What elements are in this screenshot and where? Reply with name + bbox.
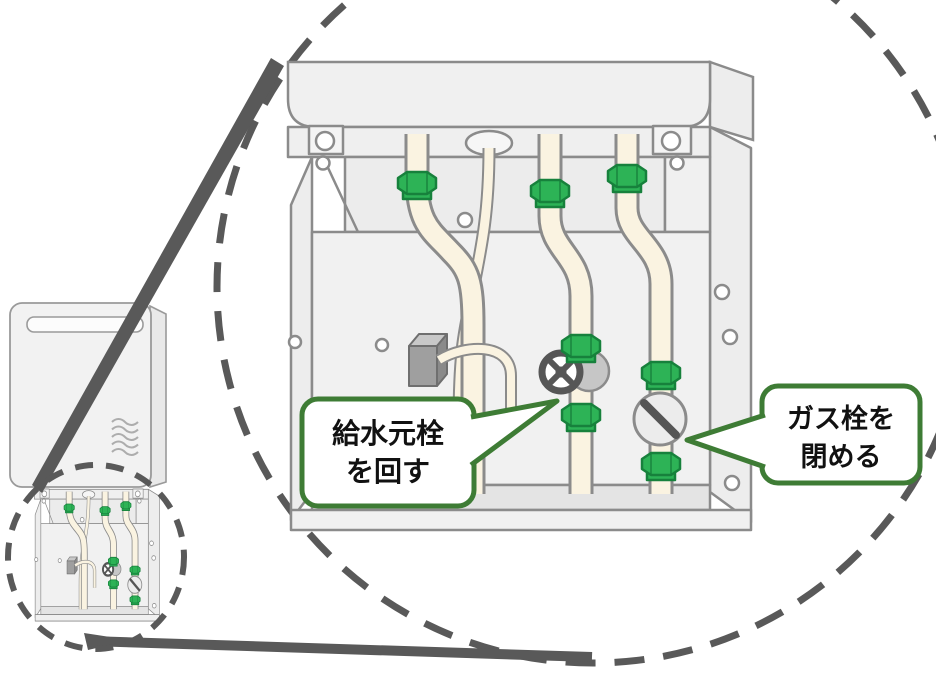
gas-valve-callout: ガス栓を 閉める	[684, 383, 923, 486]
heater-side-vents	[111, 418, 139, 456]
water-valve-callout: 給水元栓 を回す	[299, 396, 560, 509]
gas-valve-callout-line2: 閉める	[801, 442, 882, 473]
small-heater-unit	[9, 302, 167, 621]
small-unit-dashed-ellipse	[5, 462, 187, 652]
magnifier-dashed-circle	[213, 0, 936, 667]
heater-body-side-small	[149, 304, 167, 489]
water-valve-callout-line2: を回す	[346, 455, 430, 488]
gas-valve-callout-line1: ガス栓を	[787, 404, 895, 435]
zoom-leader-line-bottom	[84, 633, 593, 662]
heater-body-side-large	[708, 60, 755, 142]
heater-top-vent-slot	[26, 316, 144, 333]
zoom-leader-line-top	[32, 58, 284, 493]
heater-body-bottom-large	[286, 60, 712, 129]
water-valve-callout-line1: 給水元栓	[332, 417, 444, 450]
magnified-view	[286, 60, 755, 530]
